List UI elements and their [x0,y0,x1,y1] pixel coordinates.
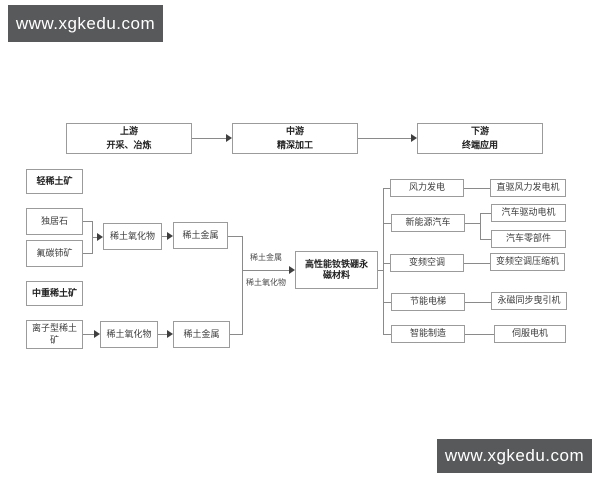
node-direct-drive-wind-generator: 直驱风力发电机 [490,179,566,197]
node-heavy-ree-ore: 中重稀土矿 [26,281,83,306]
node-energy-saving-elevator: 节能电梯 [391,293,465,311]
connector-line [192,138,226,139]
node-monazite: 独居石 [26,208,83,235]
connector-line [465,302,491,303]
connector-line [83,334,94,335]
node-smart-manufacturing: 智能制造 [391,325,465,343]
arrowhead-icon [97,233,103,241]
node-auto-parts: 汽车零部件 [491,230,566,248]
connector-line [162,236,167,237]
connector-line [83,253,93,254]
stage-subtitle: 精深加工 [276,139,313,150]
node-wind-power: 风力发电 [390,179,464,197]
stage-subtitle: 终端应用 [461,139,498,150]
node-ree-metal-1: 稀土金属 [173,222,228,249]
connector-line [480,239,491,240]
connector-line [464,263,490,264]
stage-subtitle: 开采、冶炼 [106,139,152,150]
arrowhead-icon [226,134,232,142]
arrowhead-icon [289,266,295,274]
connector-line [158,334,167,335]
arrowhead-icon [411,134,417,142]
stage-title: 下游 [470,126,489,137]
connector-line [383,334,392,335]
connector-line [465,223,480,224]
connector-line [383,263,390,264]
stage-box-downstream: 下游 终端应用 [417,123,543,154]
flow-label-ree-metal: 稀土金属 [250,253,282,262]
stage-title: 中游 [285,126,304,137]
node-light-ree-ore: 轻稀土矿 [26,169,83,194]
connector-line [465,334,494,335]
connector-line [242,236,243,335]
node-ree-oxide-1: 稀土氧化物 [103,223,162,250]
connector-line [480,213,481,240]
node-ionic-ree-ore: 离子型稀土矿 [26,320,83,349]
connector-line [242,270,289,271]
node-inverter-ac: 变频空调 [390,254,464,272]
arrowhead-icon [94,330,100,338]
stage-box-upstream: 上游 开采、冶炼 [66,123,192,154]
connector-line [92,237,97,238]
connector-line [378,270,383,271]
connector-line [230,334,242,335]
node-pm-synchronous-traction-machine: 永磁同步曳引机 [491,292,567,310]
node-ev-drive-motor: 汽车驱动电机 [491,204,566,222]
connector-line [228,236,242,237]
watermark-top-left: www.xgkedu.com [8,5,163,42]
node-servo-motor: 伺服电机 [494,325,566,343]
connector-line [383,188,390,189]
node-ndfeb-magnet-material: 高性能钕铁硼永磁材料 [295,251,378,289]
stage-title: 上游 [119,126,138,137]
arrowhead-icon [167,232,173,240]
connector-line [383,302,392,303]
node-ree-metal-2: 稀土金属 [173,321,230,348]
connector-line [464,188,490,189]
node-ree-oxide-2: 稀土氧化物 [100,321,158,348]
arrowhead-icon [167,330,173,338]
stage-box-midstream: 中游 精深加工 [232,123,358,154]
connector-line [383,188,384,335]
node-new-energy-vehicle: 新能源汽车 [391,214,465,232]
connector-line [480,213,491,214]
connector-line [383,223,392,224]
watermark-bottom-right: www.xgkedu.com [437,439,592,473]
connector-line [83,221,93,222]
node-inverter-ac-compressor: 变频空调压缩机 [490,253,565,271]
node-bastnaesite: 氟碳铈矿 [26,240,83,267]
flow-label-ree-oxide: 稀土氧化物 [246,278,286,287]
connector-line [358,138,411,139]
